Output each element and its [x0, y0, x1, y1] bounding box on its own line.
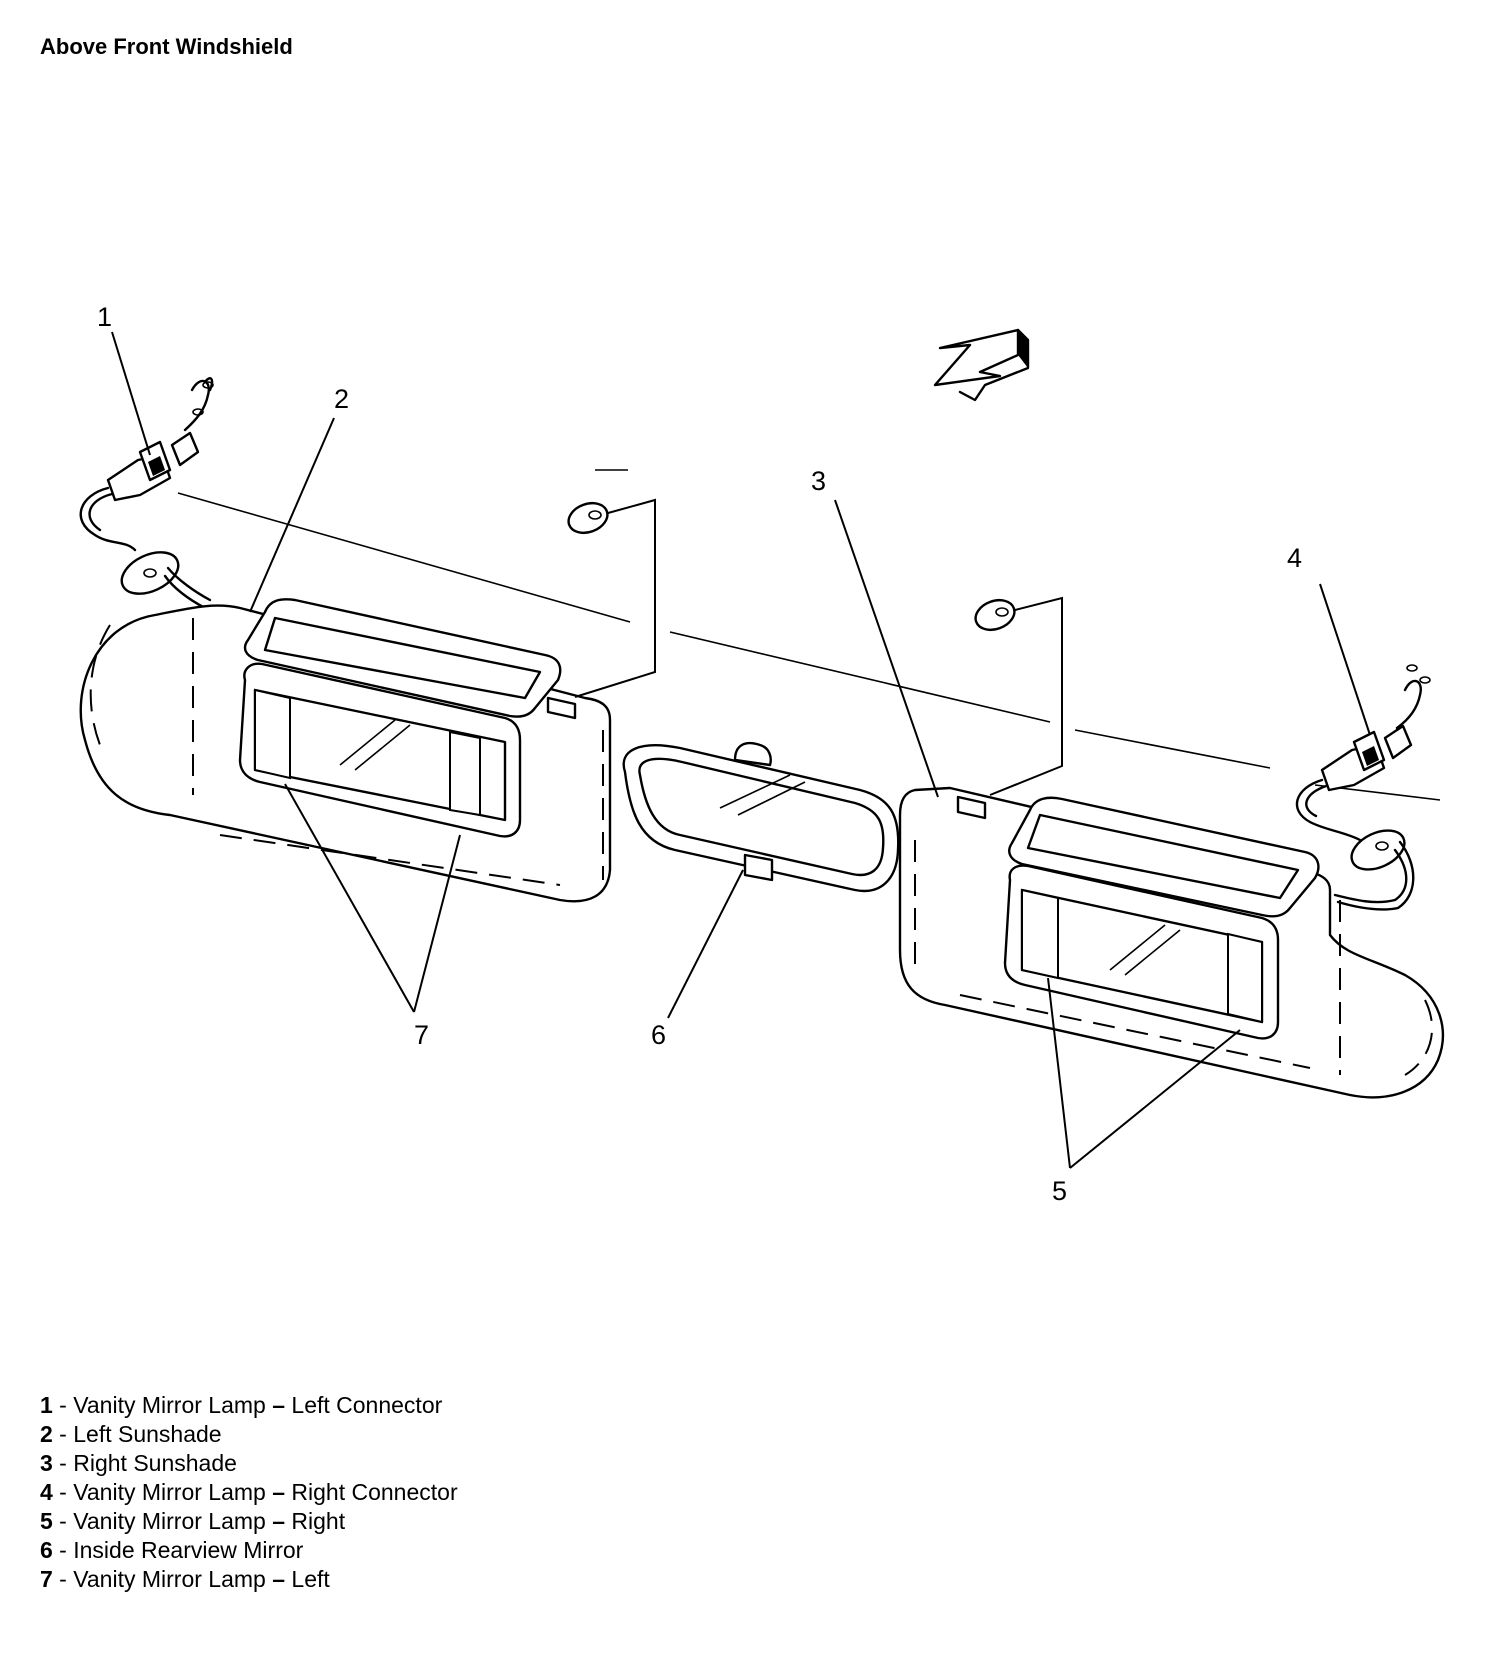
legend-item: 6 - Inside Rearview Mirror: [40, 1537, 304, 1563]
page-title: Above Front Windshield: [40, 34, 293, 59]
inside-rearview-mirror: [622, 741, 900, 893]
sunshade-exploded-diagram: 1 2 3 4 5 6 7: [79, 302, 1445, 1206]
right-lamp-connector: [1295, 664, 1431, 911]
callout-2: 2: [334, 384, 349, 414]
legend-item: 5 - Vanity Mirror Lamp – Right: [40, 1508, 346, 1534]
callout-5: 5: [1052, 1176, 1067, 1206]
legend-item: 1 - Vanity Mirror Lamp – Left Connector: [40, 1392, 443, 1418]
legend-item: 2 - Left Sunshade: [40, 1421, 222, 1447]
legend-item: 4 - Vanity Mirror Lamp – Right Connector: [40, 1479, 458, 1505]
legend-item: 7 - Vanity Mirror Lamp – Left: [40, 1566, 330, 1592]
callout-4: 4: [1287, 543, 1302, 573]
left-lamp-connector: [79, 377, 214, 610]
left-sunshade: [79, 498, 656, 903]
callout-3: 3: [811, 466, 826, 496]
direction-arrow-icon: [933, 328, 1030, 402]
callout-1: 1: [97, 302, 112, 332]
leader-lines: [111, 331, 1371, 1169]
right-sunshade: [898, 596, 1445, 1099]
legend-item: 3 - Right Sunshade: [40, 1450, 237, 1476]
callout-7: 7: [414, 1020, 429, 1050]
callout-6: 6: [651, 1020, 666, 1050]
parts-legend: 1 - Vanity Mirror Lamp – Left Connector …: [40, 1391, 458, 1594]
